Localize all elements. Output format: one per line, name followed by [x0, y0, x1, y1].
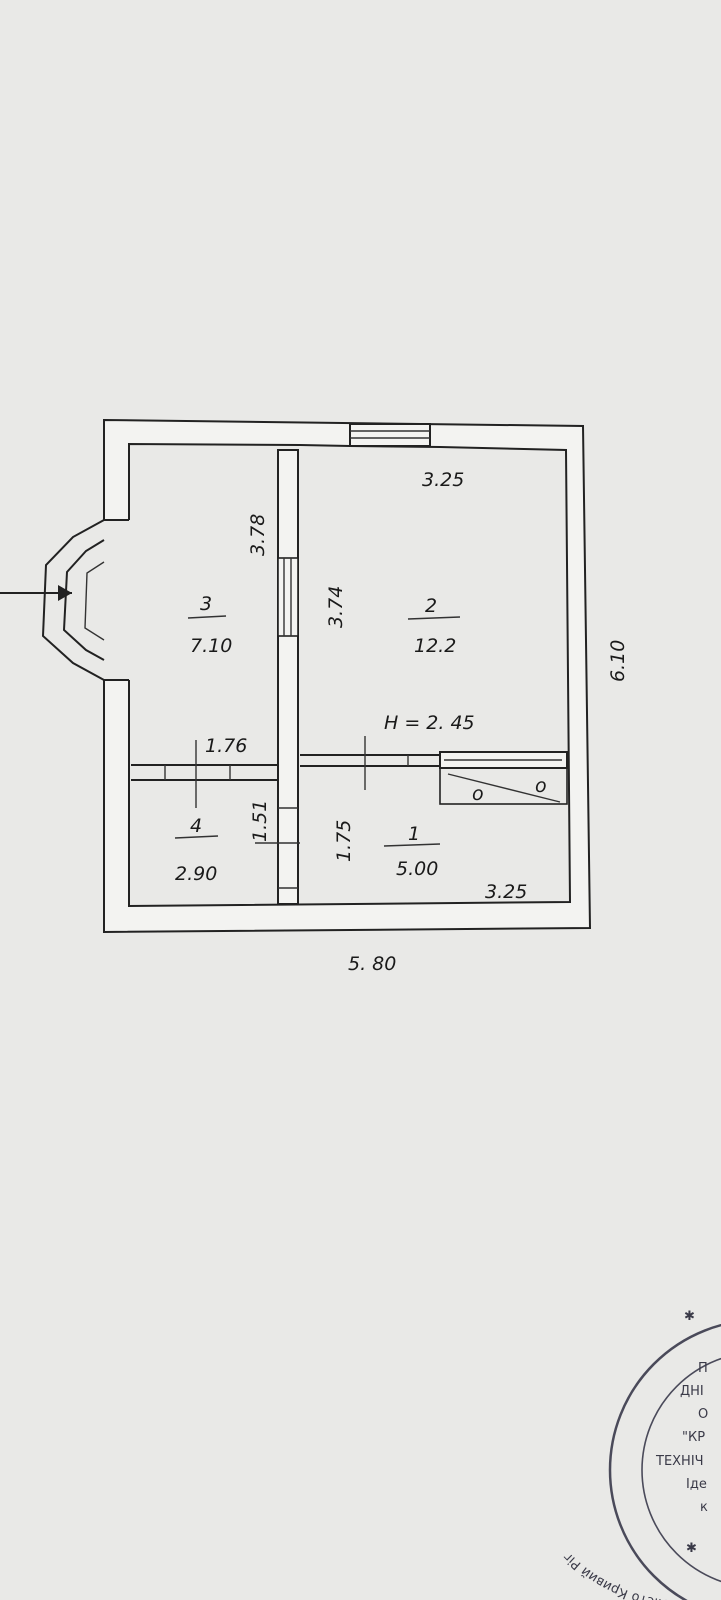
stamp-line-5: ТЕХНІЧ [655, 1454, 704, 1469]
room-3-number: 3 [200, 593, 212, 615]
room-4-number: 4 [190, 815, 202, 837]
stamp-line-7: к [700, 1500, 708, 1515]
room-4-bar [174, 835, 219, 839]
dim-wall-left: 3.78 [247, 514, 269, 556]
fixture-mark-2: o [535, 775, 547, 797]
room-1-number: 1 [408, 823, 420, 845]
dim-top-right-width: 3.25 [422, 469, 464, 491]
stamp-star-icon: ✱ [686, 1541, 697, 1556]
window-top [349, 423, 431, 447]
stamp-line-2: ДНІ [680, 1384, 704, 1399]
fixture-mark-1: o [472, 783, 484, 805]
stamp-line-1: П [698, 1361, 708, 1376]
entry-arrow-icon [0, 585, 72, 601]
entrance-porch [41, 444, 133, 906]
room-2-bar [407, 616, 461, 620]
room-3-bar [187, 615, 227, 619]
dim-entry-room-height: 1.75 [333, 820, 355, 862]
partition-right [300, 736, 440, 790]
stamp-line-6: Іде [686, 1477, 707, 1492]
official-stamp: місто Кривий Ріг П ДНІ О "КР ТЕХНІЧ Іде … [560, 1309, 721, 1600]
dim-small-room-height: 1.51 [249, 800, 271, 842]
door-vertical-lower [278, 807, 298, 889]
ceiling-height: H = 2. 45 [384, 712, 475, 734]
door-vertical-upper [277, 557, 299, 637]
partition-left [131, 740, 278, 808]
stamp-line-4: "КР [682, 1430, 705, 1445]
room-2-number: 2 [425, 595, 437, 617]
stamp-line-3: О [698, 1407, 708, 1422]
room-1-area: 5.00 [396, 858, 438, 880]
room-1-bar [383, 843, 441, 847]
stamp-star-icon: ✱ [684, 1309, 695, 1324]
dim-overall-height: 6.10 [607, 640, 629, 682]
dim-bottom-right-width: 3.25 [485, 881, 527, 903]
dim-wall-right: 3.74 [325, 586, 347, 628]
room-3-area: 7.10 [190, 635, 232, 657]
dim-corridor-width: 1.76 [205, 735, 247, 757]
kitchen-fixture [439, 751, 568, 805]
room-2-area: 12.2 [414, 635, 456, 657]
room-4-area: 2.90 [175, 863, 217, 885]
interior-wall-vertical [277, 449, 299, 905]
dim-overall-width: 5. 80 [348, 953, 396, 975]
